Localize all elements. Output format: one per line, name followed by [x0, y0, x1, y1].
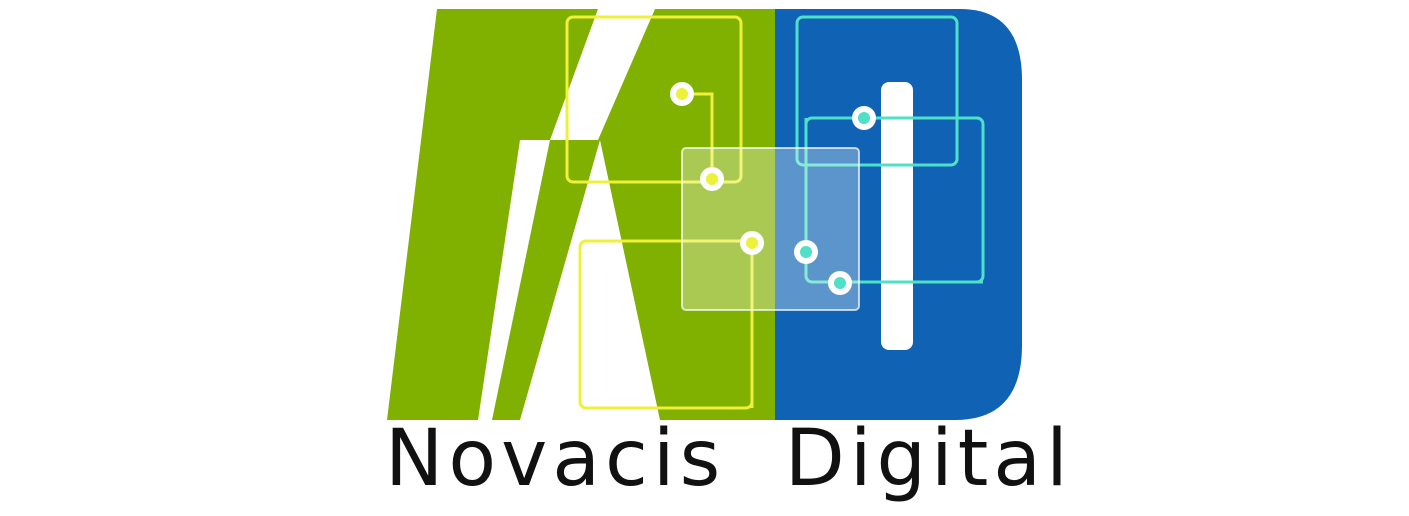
letter-d-inner-bar — [881, 82, 913, 350]
translucent-overlay-square — [681, 147, 860, 311]
circuit-nodes — [670, 82, 876, 295]
teal-circuit-traces — [795, 15, 985, 284]
letter-n-shape — [387, 9, 775, 420]
letter-n-inner-cut — [478, 140, 550, 420]
brand-wordmark: Novacis Digital — [385, 414, 1073, 504]
